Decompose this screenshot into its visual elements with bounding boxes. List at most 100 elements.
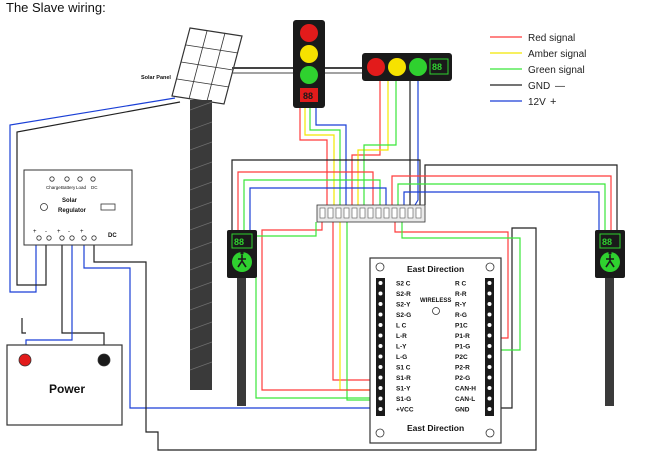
pin-dot — [487, 312, 492, 317]
svg-text:88: 88 — [602, 237, 612, 247]
right-pin-label: R C — [455, 281, 467, 288]
left-pin-label: L-G — [396, 354, 407, 361]
pin-dot — [378, 344, 383, 348]
right-pin-label: R-Y — [455, 302, 467, 309]
positive-terminal-icon — [18, 353, 32, 367]
battery: Power — [6, 344, 123, 426]
regulator-label-line2: Regulator — [58, 208, 87, 214]
right-pin-label: R-G — [455, 312, 467, 319]
right-pin-label: P2C — [455, 354, 468, 361]
regulator-terminal-label: - — [45, 229, 47, 235]
pin-dot — [487, 344, 492, 348]
left-pin-label: S1-Y — [396, 386, 411, 393]
legend-label-green: Green signal — [528, 65, 585, 76]
solar-regulator: Charge Battery Load DC Solar Regulator +… — [23, 169, 133, 246]
regulator-terminal-label: DC — [108, 233, 117, 239]
wire-s1-green — [346, 222, 378, 401]
pin-dot — [487, 333, 492, 338]
regulator-terminal-label: + — [80, 229, 84, 235]
pin-dot — [378, 281, 383, 285]
pin-dot — [378, 407, 383, 411]
red-lamp-icon — [300, 24, 318, 42]
pin-dot — [378, 386, 383, 390]
wire-solar-dark — [16, 101, 181, 286]
wire-ped-right-blue — [403, 191, 600, 230]
solar-panel-label: Solar Panel — [141, 75, 171, 81]
left-pin-label: +VCC — [396, 407, 414, 414]
led-indicator-icon — [49, 176, 55, 182]
wiring — [9, 80, 618, 451]
mount-hole-icon — [375, 428, 385, 438]
pin-dot — [487, 386, 492, 390]
right-pin-labels: R C R-R R-Y R-G P1C P1-R P1-G P2C P2-R P2-G CAN-H C… — [455, 281, 476, 414]
right-pin-label: P1-G — [455, 344, 470, 351]
negative-terminal-icon — [97, 353, 111, 367]
pin-dot — [487, 365, 492, 369]
left-pin-label: L-Y — [396, 344, 407, 351]
regulator-terminal-label: + — [33, 229, 37, 235]
led-indicator-icon — [64, 176, 70, 182]
junction-terminal-block — [316, 204, 426, 223]
left-pin-label: L C — [396, 323, 407, 330]
pin-dot — [378, 375, 383, 380]
svg-text:88: 88 — [432, 62, 442, 72]
traffic-light-vertical: 88 — [293, 20, 325, 108]
regulator-top-label: Charge — [46, 185, 61, 190]
page-title: The Slave wiring: — [6, 0, 106, 15]
right-pin-label: P2-G — [455, 375, 470, 382]
wire-h-green — [363, 80, 397, 205]
left-pin-label: S2-G — [396, 312, 411, 319]
wire-h-amber — [357, 80, 389, 205]
wire-bat-link — [21, 318, 26, 334]
pedestrian-pole — [605, 278, 614, 406]
led-indicator-icon — [77, 176, 83, 182]
right-pin-label: R-R — [455, 291, 467, 298]
right-pin-label: P2-R — [455, 365, 470, 372]
legend-symbol-vcc: + — [550, 96, 556, 108]
pin-dot — [378, 312, 383, 317]
right-pin-label: CAN-L — [455, 396, 475, 403]
pin-dot — [487, 281, 492, 285]
legend-label-amber: Amber signal — [528, 49, 586, 60]
pin-dot — [487, 354, 492, 359]
controller-header: East Direction — [407, 264, 464, 274]
left-pin-label: S1-R — [396, 375, 411, 382]
left-pin-label: S2 C — [396, 281, 411, 288]
countdown-display-icon — [300, 88, 318, 102]
wire-h-blue — [414, 80, 419, 206]
wire-top-amber — [304, 100, 335, 205]
pedestrian-light-right: 88 — [595, 230, 625, 406]
pedestrian-light-left: 88 — [227, 230, 257, 406]
left-pin-label: S2-Y — [396, 302, 411, 309]
battery-label: Power — [49, 382, 85, 396]
regulator-terminal-label: - — [68, 229, 70, 235]
right-pin-label: P1-R — [455, 333, 470, 340]
right-pin-label: P1C — [455, 323, 468, 330]
wire-p1-green — [401, 222, 521, 351]
legend-symbol-gnd: — — [555, 81, 565, 92]
solar-panel: Solar Panel — [141, 27, 243, 105]
left-pin-label: L-R — [396, 333, 407, 340]
pin-dot — [378, 291, 383, 296]
amber-lamp-icon — [300, 45, 318, 63]
pin-dot — [378, 333, 383, 338]
wire-top-red — [299, 100, 328, 205]
pin-dot — [378, 354, 383, 359]
left-pin-label: S1-G — [396, 396, 411, 403]
red-lamp-icon — [367, 58, 385, 76]
wireless-antenna-icon — [432, 307, 440, 315]
pin-dot — [487, 396, 492, 401]
right-pin-label: CAN-H — [455, 386, 476, 393]
pin-dot — [378, 323, 383, 327]
pin-dot — [487, 302, 492, 306]
mount-hole-icon — [485, 262, 495, 272]
pin-dot — [487, 375, 492, 380]
mount-hole-icon — [375, 262, 385, 272]
regulator-top-label: Battery — [61, 185, 76, 190]
legend-label-red: Red signal — [528, 33, 575, 44]
legend-label-gnd: GND — [528, 81, 550, 92]
wire-ped-right-gnd — [424, 164, 618, 230]
mount-hole-icon — [485, 428, 495, 438]
wire-ped-left-green — [243, 179, 381, 230]
svg-text:88: 88 — [303, 91, 313, 101]
